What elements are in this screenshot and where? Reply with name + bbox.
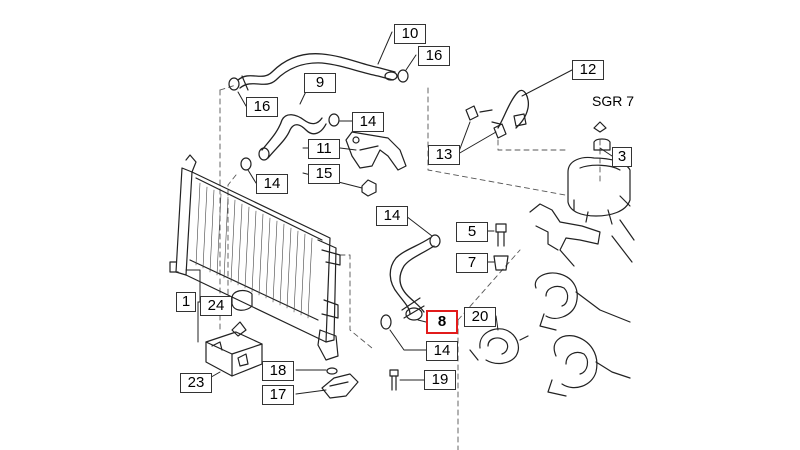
callout-part-16a[interactable]: 16 bbox=[418, 46, 450, 66]
clamp-14d bbox=[380, 314, 392, 330]
callout-part-12[interactable]: 12 bbox=[572, 60, 604, 80]
part-23 bbox=[205, 321, 263, 377]
hose-12 bbox=[465, 89, 530, 139]
callout-part-17[interactable]: 17 bbox=[262, 385, 294, 405]
callout-part-16b[interactable]: 16 bbox=[246, 97, 278, 117]
callout-part-23[interactable]: 23 bbox=[180, 373, 212, 393]
callout-part-1[interactable]: 1 bbox=[176, 292, 196, 312]
hose-9 bbox=[258, 114, 327, 161]
callout-part-8-highlighted[interactable]: 8 bbox=[426, 310, 458, 334]
callout-part-14a[interactable]: 14 bbox=[352, 112, 384, 132]
bracket-lower bbox=[547, 335, 631, 397]
callout-part-9[interactable]: 9 bbox=[304, 73, 336, 93]
callout-part-7[interactable]: 7 bbox=[456, 253, 488, 273]
callout-part-14d[interactable]: 14 bbox=[426, 341, 458, 361]
part-7 bbox=[493, 255, 509, 271]
part-3 bbox=[593, 138, 611, 151]
clamp-16b bbox=[228, 77, 240, 91]
tank-bracket bbox=[529, 203, 635, 267]
part-19 bbox=[389, 369, 399, 391]
part-11 bbox=[345, 131, 407, 171]
clamp-14c bbox=[429, 234, 441, 248]
part-15 bbox=[361, 179, 377, 197]
callout-part-18[interactable]: 18 bbox=[262, 361, 294, 381]
hose-10 bbox=[237, 53, 398, 91]
bracket-upper bbox=[534, 272, 631, 331]
part-5 bbox=[495, 223, 507, 247]
callout-part-20[interactable]: 20 bbox=[464, 307, 496, 327]
part-24 bbox=[231, 289, 253, 311]
callout-part-3[interactable]: 3 bbox=[612, 147, 632, 167]
part-18 bbox=[326, 367, 338, 375]
clamp-16a bbox=[397, 69, 409, 83]
dashed-guide-lines bbox=[219, 84, 601, 450]
callout-part-24[interactable]: 24 bbox=[200, 296, 232, 316]
part-17 bbox=[321, 373, 359, 399]
sgr-label: SGR 7 bbox=[592, 93, 635, 109]
expansion-tank bbox=[567, 156, 631, 225]
hose-8 bbox=[389, 237, 435, 321]
clamp-14b bbox=[240, 157, 252, 171]
callout-part-14c[interactable]: 14 bbox=[376, 206, 408, 226]
callout-part-10[interactable]: 10 bbox=[394, 24, 426, 44]
callout-part-13[interactable]: 13 bbox=[428, 145, 460, 165]
radiator bbox=[169, 154, 341, 361]
callout-part-5[interactable]: 5 bbox=[456, 222, 488, 242]
callout-part-19[interactable]: 19 bbox=[424, 370, 456, 390]
clamp-14a bbox=[328, 113, 340, 127]
callout-part-11[interactable]: 11 bbox=[308, 139, 340, 159]
callout-part-15[interactable]: 15 bbox=[308, 164, 340, 184]
callout-part-14b[interactable]: 14 bbox=[256, 174, 288, 194]
bracket-20 bbox=[469, 328, 529, 365]
sgr-part bbox=[593, 121, 607, 133]
